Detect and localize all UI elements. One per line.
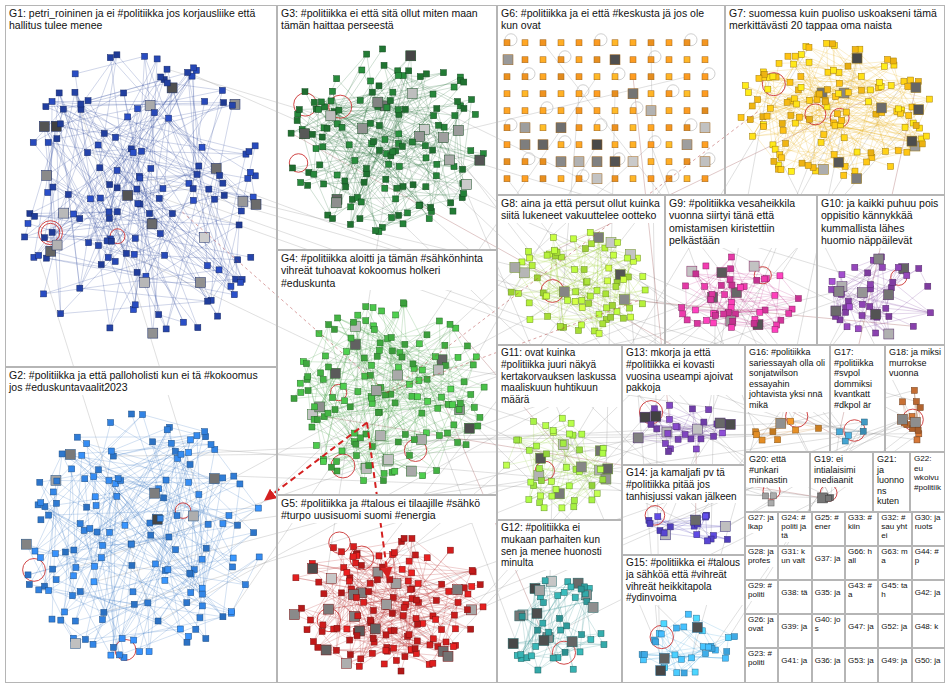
graph-canvas: G1: petri_roininen ja ei #politiikka jos…: [0, 0, 950, 688]
